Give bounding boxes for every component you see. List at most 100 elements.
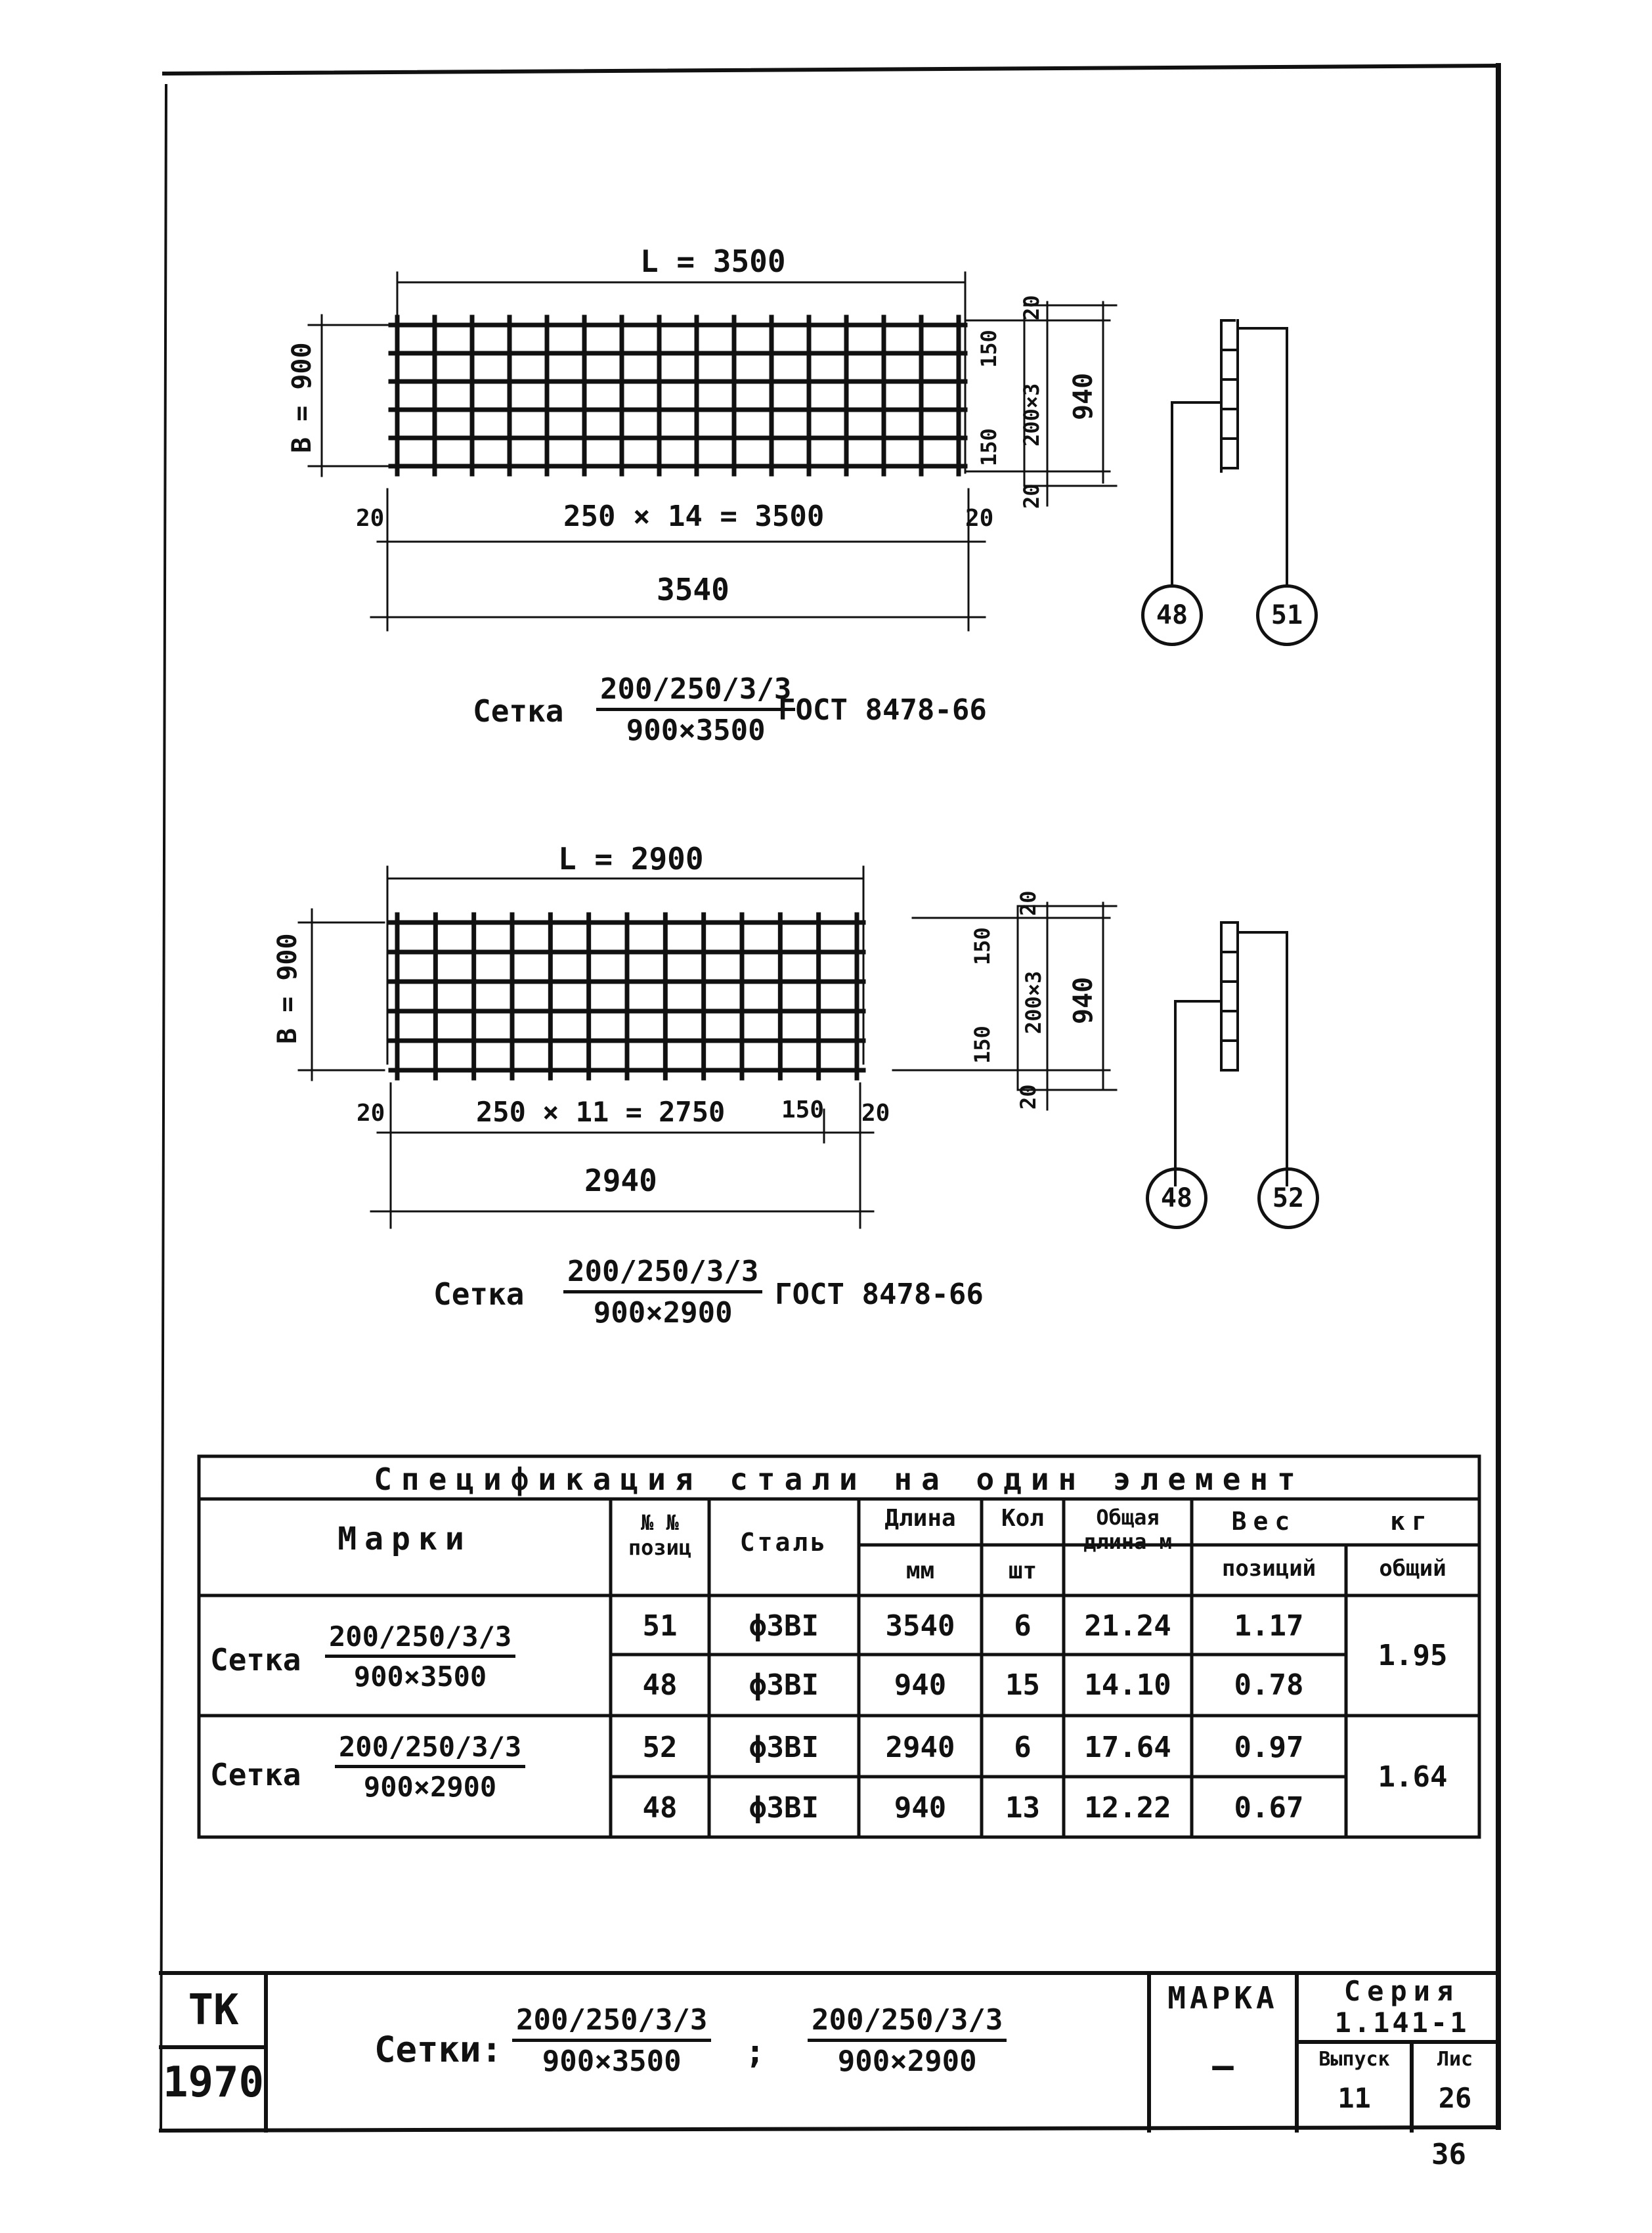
group1-mark-prefix: Сетка [210, 1642, 301, 1678]
group2-mark-num: 200/250/3/3 [335, 1733, 526, 1768]
table-cell-weight: 0.78 [1234, 1668, 1304, 1702]
table-cell-steel: ϕ3BI [749, 1609, 819, 1643]
drawing1-right-total: 940 [1068, 372, 1098, 420]
stamp-title-num-2: 200/250/3/3 [808, 2006, 1007, 2042]
drawing1-caption-den: 900×3500 [626, 714, 766, 747]
stamp-title-fraction-1: 200/250/3/3 900×3500 [512, 2006, 712, 2078]
drawing1-caption-num: 200/250/3/3 [596, 675, 796, 711]
table-cell-total-length: 21.24 [1084, 1609, 1171, 1643]
group1-mark-fraction: 200/250/3/3 900×3500 [325, 1623, 516, 1693]
table-cell-total-weight: 1.95 [1378, 1639, 1448, 1672]
header-length: Длина [884, 1505, 956, 1532]
table-cell-quantity: 13 [1005, 1791, 1040, 1825]
drawing2-end-right: 20 [861, 1100, 890, 1127]
table-cell-position: 51 [642, 1609, 678, 1643]
stamp-title-num-1: 200/250/3/3 [512, 2006, 712, 2042]
drawing1-right-150-top: 150 [976, 330, 1001, 368]
table-cell-length: 940 [894, 1668, 947, 1702]
group2-mark-den: 900×2900 [363, 1771, 497, 1803]
stamp-title-den-2: 900×2900 [837, 2045, 977, 2078]
drawing1-caption-suffix: ГОСТ 8478-66 [778, 693, 987, 727]
table-cell-quantity: 15 [1005, 1668, 1040, 1702]
header-length-unit: мм [905, 1557, 935, 1584]
header-total-length: Общая длина м [1083, 1505, 1172, 1554]
table-cell-weight: 0.97 [1234, 1731, 1304, 1764]
table-cell-steel: ϕ3BI [749, 1731, 819, 1764]
table-cell-position: 52 [642, 1731, 678, 1764]
drawing2-position-marker: 48 [1146, 1167, 1207, 1229]
drawing2-extra-label: 150 [781, 1096, 825, 1123]
drawing1-right-150-bot: 150 [976, 428, 1001, 466]
drawing1-pitch-label: 250 × 14 = 3500 [563, 500, 825, 533]
drawing2-right-bottom: 20 [1016, 1084, 1041, 1110]
group1-mark-num: 200/250/3/3 [325, 1623, 516, 1658]
header-quantity-unit: шт [1008, 1557, 1037, 1584]
drawing1-caption-fraction: 200/250/3/3 900×3500 [596, 675, 796, 747]
table-cell-total-length: 12.22 [1084, 1791, 1171, 1825]
drawing2-position-marker: 52 [1257, 1167, 1319, 1229]
header-quantity: Кол [1001, 1505, 1045, 1532]
table-cell-weight: 1.17 [1234, 1609, 1304, 1643]
header-position: № № позиц [628, 1510, 692, 1561]
stamp-year: 1970 [162, 2058, 265, 2107]
drawing1-position-marker: 51 [1256, 584, 1318, 646]
drawing1-length-label: L = 3500 [640, 244, 786, 279]
drawing1-end-right: 20 [965, 505, 994, 532]
drawing2-caption-fraction: 200/250/3/3 900×2900 [563, 1257, 763, 1330]
drawing2-right-150-top: 150 [970, 927, 995, 965]
table-cell-steel: ϕ3BI [749, 1791, 819, 1825]
table-cell-weight: 0.67 [1234, 1791, 1304, 1825]
drawing2-pitch-label: 250 × 11 = 2750 [476, 1096, 726, 1128]
table-cell-quantity: 6 [1014, 1609, 1032, 1643]
drawing2-caption-num: 200/250/3/3 [563, 1257, 763, 1293]
group2-mark-fraction: 200/250/3/3 900×2900 [335, 1733, 526, 1803]
table-cell-total-length: 14.10 [1084, 1668, 1171, 1702]
table-cell-total-weight: 1.64 [1378, 1760, 1448, 1794]
group2-mark-prefix: Сетка [210, 1757, 301, 1792]
table-cell-length: 3540 [885, 1609, 955, 1643]
drawing1-total-label: 3540 [657, 572, 729, 607]
drawing1-width-label: B = 900 [287, 342, 317, 453]
drawing2-total-label: 2940 [584, 1163, 657, 1198]
stamp-title-prefix: Сетки: [374, 2029, 503, 2070]
drawing2-caption-suffix: ГОСТ 8478-66 [775, 1278, 984, 1311]
drawing2-right-top: 20 [1016, 890, 1041, 916]
stamp-issue-value: 11 [1337, 2082, 1371, 2114]
stamp-issue-label: Выпуск [1318, 2048, 1390, 2071]
group1-mark-den: 900×3500 [353, 1660, 487, 1693]
table-cell-position: 48 [642, 1791, 678, 1825]
drawing1-end-left: 20 [356, 505, 385, 532]
header-weight-position: позиций [1221, 1555, 1316, 1582]
stamp-sheet-label: Лис [1437, 2048, 1473, 2071]
drawing2-caption-den: 900×2900 [593, 1296, 733, 1330]
table-title: Спецификация стали на один элемент [374, 1462, 1305, 1497]
drawing2-length-label: L = 2900 [558, 841, 704, 877]
stamp-title-separator: ; [745, 2033, 766, 2071]
header-steel: Сталь [739, 1528, 829, 1557]
stamp-series-value: 1.141-1 [1334, 2006, 1469, 2039]
drawing2-right-total: 940 [1068, 976, 1098, 1024]
drawing1-right-bottom: 20 [1019, 483, 1044, 509]
table-cell-quantity: 6 [1014, 1731, 1032, 1764]
header-weight: Вес [1231, 1507, 1297, 1536]
drawing2-right-150-bot: 150 [970, 1026, 995, 1064]
drawing2-end-left: 20 [357, 1100, 385, 1127]
page-number: 36 [1431, 2138, 1466, 2171]
table-cell-length: 2940 [885, 1731, 955, 1764]
drawing1-right-mid: 200×3 [1019, 383, 1044, 446]
header-weight-total: общий [1379, 1555, 1446, 1582]
stamp-marka-label: МАРКА [1167, 1980, 1278, 2016]
drawing1-right-top: 20 [1019, 295, 1044, 320]
stamp-sheet-value: 26 [1438, 2082, 1472, 2114]
stamp-org: ТК [188, 1986, 239, 2035]
stamp-title-fraction-2: 200/250/3/3 900×2900 [808, 2006, 1007, 2076]
drawing2-right-mid: 200×3 [1021, 970, 1046, 1034]
table-cell-length: 940 [894, 1791, 947, 1825]
table-cell-total-length: 17.64 [1084, 1731, 1171, 1764]
stamp-title-den-1: 900×3500 [542, 2045, 682, 2078]
drawing2-caption-prefix: Сетка [433, 1276, 525, 1312]
stamp-marka-value: — [1212, 2045, 1234, 2087]
header-weight-unit: кг [1390, 1507, 1433, 1536]
drawing1-caption-prefix: Сетка [473, 693, 564, 729]
